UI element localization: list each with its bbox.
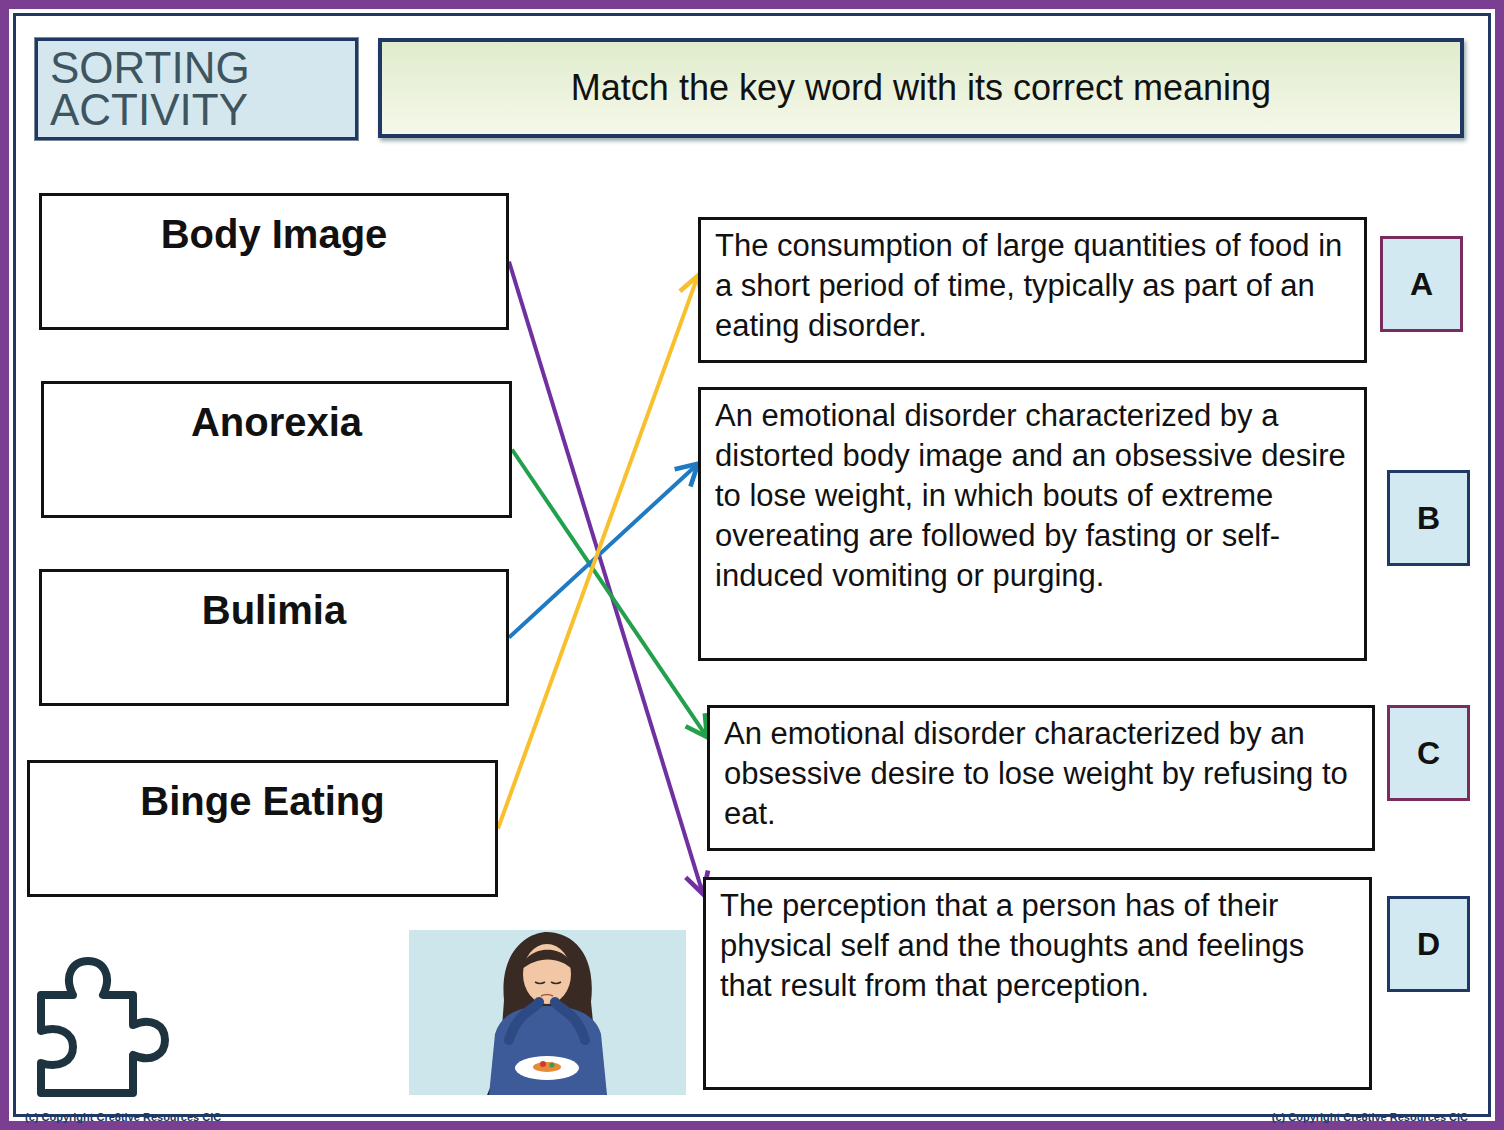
letter-text: A xyxy=(1410,266,1433,303)
defn-text: The consumption of large quantities of f… xyxy=(715,226,1352,346)
defn-text: The perception that a person has of thei… xyxy=(720,886,1357,1006)
letter-text: C xyxy=(1417,735,1440,772)
sad-girl-illustration xyxy=(409,930,686,1095)
letter-box: C xyxy=(1387,705,1470,801)
definition-box: The consumption of large quantities of f… xyxy=(698,217,1367,363)
letter-box: B xyxy=(1387,470,1470,566)
definition-box: An emotional disorder characterized by a… xyxy=(698,387,1367,661)
keyword-box: Bulimia xyxy=(39,569,509,706)
letter-box: A xyxy=(1380,236,1463,332)
match-arrow xyxy=(509,262,703,895)
word-text: Anorexia xyxy=(54,398,499,446)
letter-text: B xyxy=(1417,500,1440,537)
word-text: Bulimia xyxy=(52,586,496,634)
keyword-box: Body Image xyxy=(39,193,509,330)
keyword-box: Binge Eating xyxy=(27,760,498,897)
definition-box: An emotional disorder characterized by a… xyxy=(707,705,1375,851)
copyright-note: (c) Copyright Cre8tive Resources CIC xyxy=(1272,1111,1468,1123)
match-arrow xyxy=(512,450,707,738)
title-text: Match the key word with its correct mean… xyxy=(571,67,1271,109)
title-banner: Match the key word with its correct mean… xyxy=(378,38,1464,138)
defn-text: An emotional disorder characterized by a… xyxy=(724,714,1360,834)
puzzle-icon xyxy=(33,955,183,1100)
defn-text: An emotional disorder characterized by a… xyxy=(715,396,1352,596)
logo-text: SORTING ACTIVITY xyxy=(50,47,310,131)
match-arrow xyxy=(498,275,698,828)
keyword-box: Anorexia xyxy=(41,381,512,518)
letter-box: D xyxy=(1387,896,1470,992)
match-arrow xyxy=(509,464,698,638)
logo-box: SORTING ACTIVITY xyxy=(35,38,358,140)
definition-box: The perception that a person has of thei… xyxy=(703,877,1372,1090)
copyright-note: (c) Copyright Cre8tive Resources CIC xyxy=(25,1111,221,1123)
word-text: Binge Eating xyxy=(40,777,485,825)
letter-text: D xyxy=(1417,926,1440,963)
word-text: Body Image xyxy=(52,210,496,258)
